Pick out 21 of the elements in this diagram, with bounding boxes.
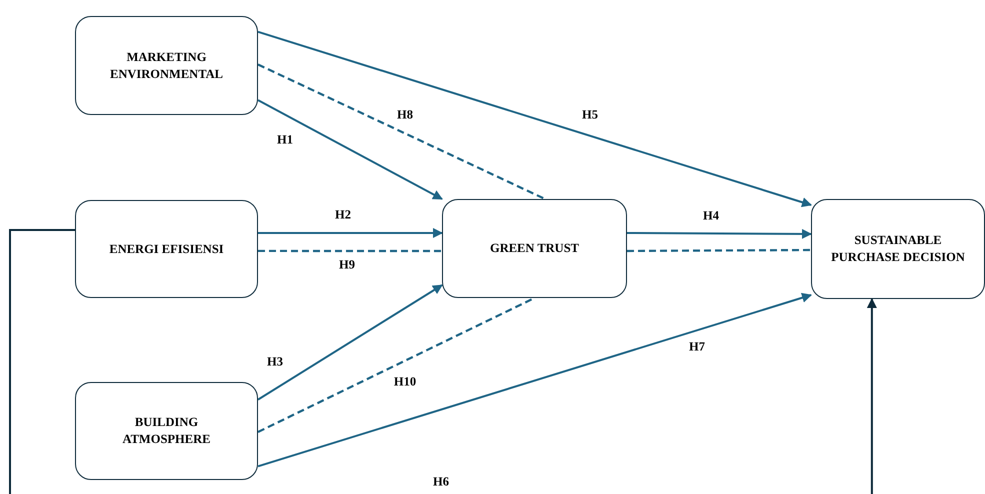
dashed-connector [258,64,546,200]
arrow [258,30,812,208]
arrow [258,292,812,468]
dashed-connector [258,297,535,433]
rounded-box [811,199,985,299]
dashed-connector [627,248,811,252]
rounded-box [75,16,258,115]
node-label: BUILDING ATMOSPHERE [122,414,212,448]
arrow [258,99,443,200]
dashed-connector [258,250,442,252]
arrow [9,229,877,494]
node-label: GREEN TRUST [490,240,580,257]
rounded-box [75,382,258,480]
arrow [627,228,812,239]
rounded-box [75,200,258,298]
arrow [258,228,443,238]
rounded-box [442,199,627,298]
arrow [257,284,443,400]
node-label: MARKETING ENVIRONMENTAL [109,48,224,82]
node-label: SUSTAINABLE PURCHASE DECISION [830,232,966,266]
node-label: ENERGI EFISIENSI [109,240,224,258]
